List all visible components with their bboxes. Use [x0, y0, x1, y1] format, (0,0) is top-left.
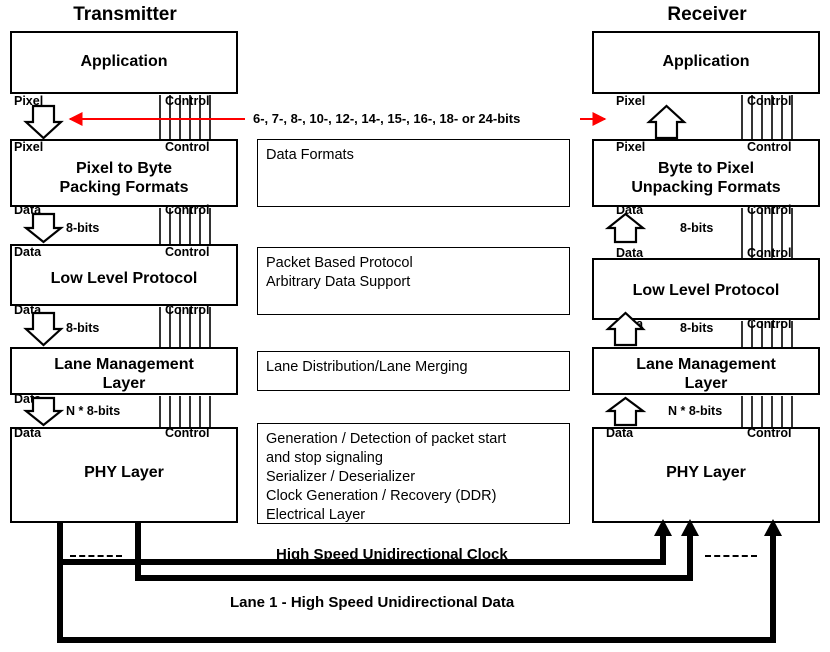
bitrate-note: 6-, 7-, 8-, 10-, 12-, 14-, 15-, 16-, 18-…	[253, 111, 521, 126]
tx-phy-label: PHY Layer	[84, 464, 164, 481]
rx-control-bus-1	[741, 95, 793, 139]
desc-llp-line2: Arbitrary Data Support	[266, 274, 411, 290]
clock-dash-right	[705, 555, 757, 557]
rx-phy-port-control-top: Control	[747, 426, 792, 440]
tx-control-bus-4	[159, 396, 211, 427]
rx-arrow-phy-to-lane	[604, 396, 647, 427]
rx-bus-label-8bits-2: 8-bits	[680, 321, 714, 335]
rx-application-box: Application	[592, 31, 820, 94]
tx-bus-label-n8bits: N * 8-bits	[66, 404, 121, 418]
rx-arrow-unpacking-to-app	[646, 104, 687, 140]
tx-app-port-control: Control	[165, 94, 210, 108]
tx-arrow-packing-to-llp	[22, 212, 65, 244]
tx-llp-port-data-top: Data	[14, 245, 42, 259]
rx-app-port-pixel: Pixel	[616, 94, 646, 108]
rx-phy-port-data-top: Data	[606, 426, 634, 440]
tx-arrow-lane-to-phy	[22, 396, 65, 427]
rx-phy-label: PHY Layer	[666, 464, 746, 481]
tx-packing-port-pixel-top: Pixel	[14, 140, 44, 154]
rx-control-bus-4	[741, 396, 793, 427]
rx-llp-port-control-top: Control	[747, 246, 792, 260]
tx-bus-label-8bits-2: 8-bits	[66, 321, 100, 335]
desc-phy-line2: and stop signaling	[266, 450, 383, 466]
clock-link-arrowhead2	[681, 519, 699, 536]
desc-phy-line5: Electrical Layer	[266, 507, 366, 523]
rx-phy-box: PHY Layer	[592, 427, 820, 523]
desc-low-level-protocol: Packet Based Protocol Arbitrary Data Sup…	[257, 247, 570, 315]
rx-unpacking-port-control-bottom: Control	[747, 203, 792, 217]
tx-phy-box: PHY Layer	[10, 427, 238, 523]
tx-llp-port-control-bottom: Control	[165, 303, 210, 317]
rx-unpacking-port-pixel-top: Pixel	[616, 140, 646, 154]
rx-llp-label: Low Level Protocol	[632, 282, 780, 299]
tx-lane-label-1: Lane Management	[54, 356, 194, 373]
data-link-arrowhead	[764, 519, 782, 536]
tx-packing-label-1: Pixel to Byte	[75, 160, 173, 177]
desc-phy-line1: Generation / Detection of packet start	[266, 431, 507, 447]
rx-control-bus-3	[741, 321, 793, 347]
tx-lane-label-2: Layer	[102, 375, 146, 392]
rx-unpacking-label-2: Unpacking Formats	[631, 179, 781, 196]
rx-arrow-llp-to-unpacking	[604, 212, 647, 244]
rx-llp-port-control-bottom: Control	[747, 317, 792, 331]
page-title-receiver: Receiver	[667, 4, 747, 25]
desc-lane-line1: Lane Distribution/Lane Merging	[266, 359, 468, 375]
rx-bus-label-8bits-1: 8-bits	[680, 221, 714, 235]
page-title-transmitter: Transmitter	[73, 4, 177, 25]
tx-packing-port-control-top: Control	[165, 140, 210, 154]
tx-lane-box: Lane Management Layer	[10, 347, 238, 395]
clock-link-label: High Speed Unidirectional Clock	[276, 546, 508, 563]
rx-lane-label-2: Layer	[684, 375, 728, 392]
tx-arrow-app-to-packing	[23, 104, 64, 140]
tx-control-bus-1	[159, 95, 211, 139]
desc-phy: Generation / Detection of packet start a…	[257, 423, 570, 524]
data-link-label: Lane 1 - High Speed Unidirectional Data	[230, 594, 515, 611]
tx-packing-box: Pixel to Byte Packing Formats	[10, 139, 238, 207]
rx-lane-label-1: Lane Management	[636, 356, 776, 373]
desc-lane-management: Lane Distribution/Lane Merging	[257, 351, 570, 391]
rx-llp-port-data-top: Data	[616, 246, 644, 260]
rx-arrow-lane-to-llp	[605, 311, 646, 347]
rx-application-label: Application	[662, 53, 750, 70]
tx-control-bus-3	[159, 307, 211, 347]
tx-arrow-llp-to-lane	[23, 311, 64, 347]
tx-packing-port-control-bottom: Control	[165, 203, 210, 217]
rx-llp-box: Low Level Protocol	[592, 258, 820, 320]
clock-link-path	[57, 523, 666, 565]
tx-phy-port-control-top: Control	[165, 426, 210, 440]
rx-bus-label-n8bits: N * 8-bits	[668, 404, 723, 418]
desc-llp-line1: Packet Based Protocol	[266, 255, 413, 271]
desc-data-formats-line1: Data Formats	[266, 147, 354, 163]
rx-app-port-control: Control	[747, 94, 792, 108]
rx-control-bus-2	[741, 208, 793, 258]
clock-dash-left	[70, 555, 122, 557]
desc-data-formats: Data Formats	[257, 139, 570, 207]
tx-app-port-pixel: Pixel	[14, 94, 44, 108]
tx-bus-label-8bits-1: 8-bits	[66, 221, 100, 235]
rx-lane-box: Lane Management Layer	[592, 347, 820, 395]
desc-phy-line4: Clock Generation / Recovery (DDR)	[266, 488, 497, 504]
desc-phy-line3: Serializer / Deserializer	[266, 469, 416, 485]
data-link-path	[57, 530, 776, 643]
tx-phy-port-data-top: Data	[14, 426, 42, 440]
tx-llp-label: Low Level Protocol	[50, 270, 198, 287]
tx-llp-port-control-top: Control	[165, 245, 210, 259]
tx-application-box: Application	[10, 31, 238, 94]
clock-link-arrowhead	[654, 519, 672, 536]
tx-llp-box: Low Level Protocol	[10, 244, 238, 306]
tx-packing-label-2: Packing Formats	[59, 179, 189, 196]
rx-unpacking-box: Byte to Pixel Unpacking Formats	[592, 139, 820, 207]
rx-unpacking-label-1: Byte to Pixel	[657, 160, 755, 177]
clock-link-path2	[135, 523, 693, 581]
tx-control-bus-2	[159, 208, 211, 244]
rx-unpacking-port-control-top: Control	[747, 140, 792, 154]
rx-unpacking-port-data-bottom: Data	[616, 203, 644, 217]
tx-application-label: Application	[80, 53, 168, 70]
